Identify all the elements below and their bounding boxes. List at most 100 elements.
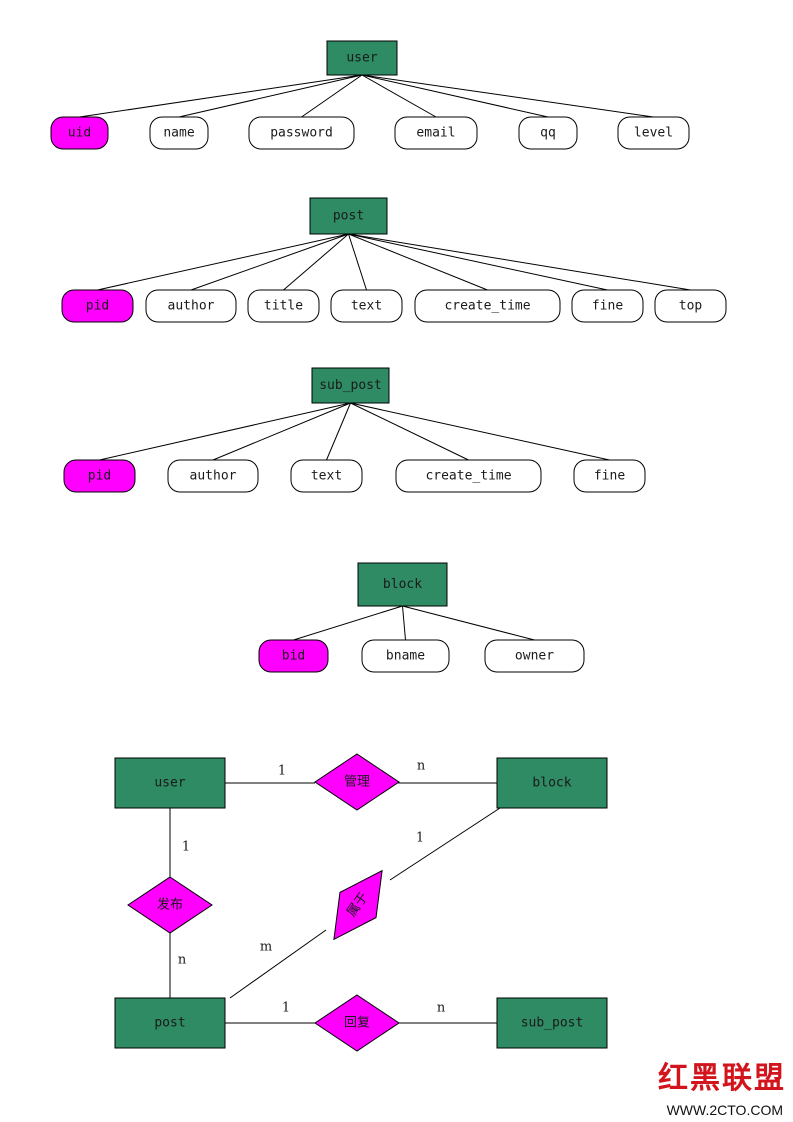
entity-post: post [309,197,388,235]
attribute-label: pid [86,299,109,314]
entity-label: user [154,776,185,791]
entity-box [357,562,448,607]
attribute-label: uid [68,126,91,141]
attribute-uid: uid [50,116,109,150]
entity-box [311,367,390,404]
relationship-line [229,929,327,999]
attribute-label: email [416,126,455,141]
er-entity-sub_post: sub_post [496,997,608,1049]
entity-label: block [383,577,422,592]
connector-line [283,233,349,291]
attribute-text: text [290,459,363,493]
cardinality-label: 1 [282,1001,290,1016]
connector-line [361,74,654,118]
attribute-label: name [163,126,194,141]
relation-diamond: 管理 [314,753,400,811]
attribute-shape [330,289,403,323]
entity-label: sub_post [319,378,382,393]
attribute-shape [167,459,259,493]
attribute-author: author [145,289,237,323]
entity-label: sub_post [521,1016,584,1031]
connector-line [361,74,437,118]
watermark-url: WWW.2CTO.COM [667,1102,783,1118]
attribute-fine: fine [571,289,644,323]
attribute-label: create_time [425,469,511,484]
cardinality-label: m [260,940,272,955]
attribute-fine: fine [573,459,646,493]
attribute-label: author [168,299,215,314]
attribute-label: author [190,469,237,484]
relation-label: 发布 [157,897,183,913]
relation-diamond: 回复 [314,994,400,1052]
diamond-shape [314,994,400,1052]
cardinality-label: n [437,1001,446,1016]
connector-line [402,605,406,641]
cardinality-label: n [178,953,187,968]
attribute-bid: bid [258,639,329,673]
attribute-label: bid [282,649,305,664]
attribute-label: create_time [444,299,530,314]
primary-key-shape [61,289,134,323]
connector-line [348,233,488,291]
connector-line [402,605,535,641]
attribute-label: text [311,469,342,484]
er-entity-post: post [114,997,226,1049]
er-entity-block: block [496,757,608,809]
primary-key-shape [63,459,136,493]
attribute-pid: pid [63,459,136,493]
relation-diamond: 发布 [127,876,213,934]
connector-line [301,74,363,118]
cardinality-label: 1 [182,840,190,855]
relationship-line [389,807,501,881]
attribute-name: name [149,116,209,150]
entity-block: block [357,562,448,607]
attribute-shape [573,459,646,493]
attribute-shape [617,116,690,150]
attribute-shape [248,116,355,150]
er-entity-user: user [114,757,226,809]
attribute-create_time: create_time [395,459,542,493]
attribute-shape [394,116,478,150]
attribute-shape [571,289,644,323]
attribute-shape [290,459,363,493]
entity-box [496,997,608,1049]
connector-line [350,402,610,461]
attribute-text: text [330,289,403,323]
primary-key-shape [258,639,329,673]
attribute-author: author [167,459,259,493]
attribute-shape [484,639,585,673]
entity-label: post [333,209,364,224]
entity-box [309,197,388,235]
watermark: 红黑联盟 WWW.2CTO.COM [658,1061,784,1118]
entity-box [114,757,226,809]
connector-line [348,233,608,291]
connector-line [348,233,691,291]
diamond-shape [314,753,400,811]
attribute-label: qq [540,126,556,141]
connector-line [293,605,403,641]
attribute-label: fine [594,469,625,484]
entity-box [114,997,226,1049]
diamond-shape [127,876,213,934]
connector-line [190,233,349,291]
attribute-shape [247,289,320,323]
attribute-label: bname [386,649,425,664]
entity-user: user [326,40,398,76]
cardinality-label: n [417,759,426,774]
entity-box [326,40,398,76]
connector-line [97,233,349,291]
connector-line [326,402,351,461]
attribute-shape [654,289,727,323]
connector-line [99,402,351,461]
attribute-email: email [394,116,478,150]
entity-sub_post: sub_post [311,367,390,404]
attribute-owner: owner [484,639,585,673]
entity-box [496,757,608,809]
attribute-top: top [654,289,727,323]
cardinality-label: 1 [278,764,286,779]
connector-line [361,74,549,118]
primary-key-shape [50,116,109,150]
